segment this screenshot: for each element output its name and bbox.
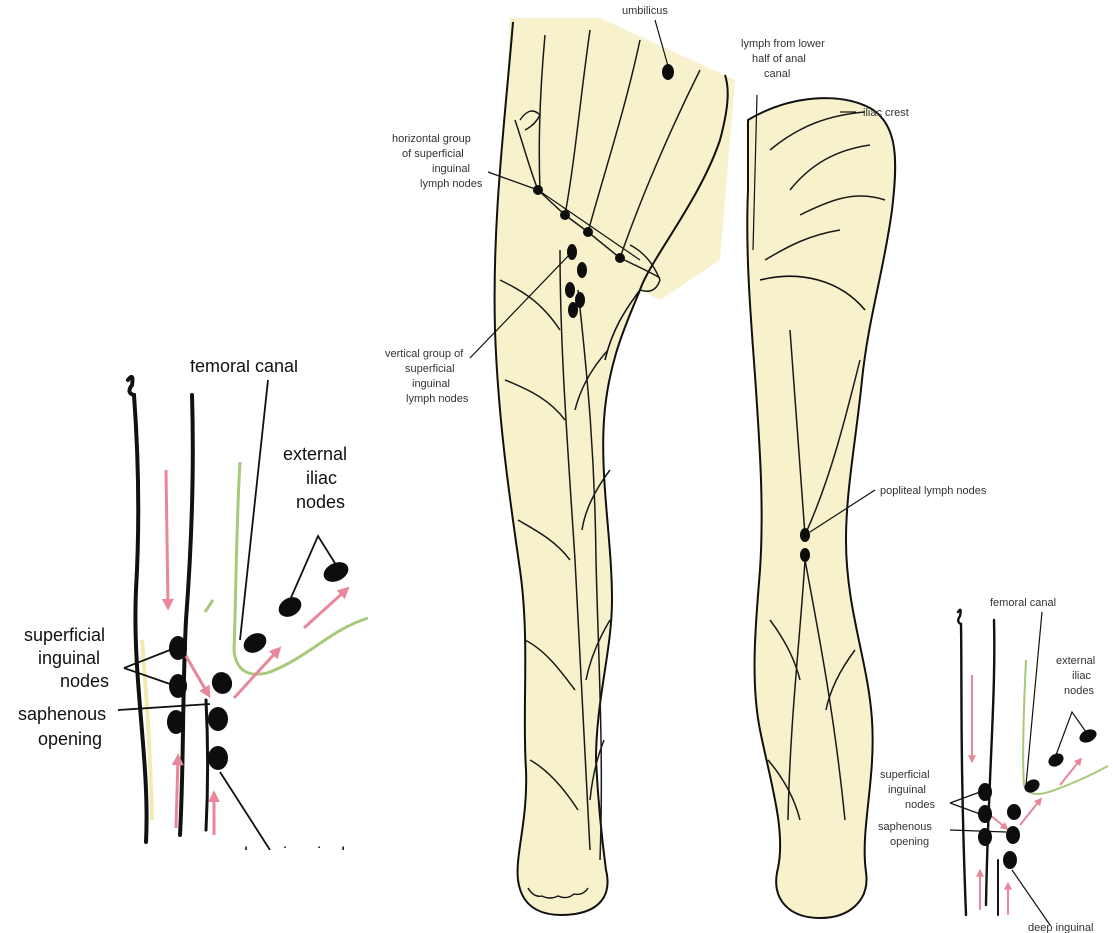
label-horizontal-line4: lymph nodes	[420, 178, 483, 190]
label-umbilicus: umbilicus	[622, 5, 668, 17]
small-label-superficial-line2: inguinal	[888, 784, 926, 796]
small-label-external-line2: iliac	[1072, 670, 1091, 682]
label-vertical-line3: inguinal	[412, 378, 450, 390]
small-label-saphenous-line2: opening	[890, 836, 929, 848]
umbilicus-node	[662, 64, 674, 80]
inset-large-green-tick	[205, 600, 213, 612]
label-external-line2: iliac	[306, 468, 337, 488]
label-popliteal: popliteal lymph nodes	[880, 485, 987, 497]
label-vertical-line1: vertical group of	[385, 348, 464, 360]
small-label-saphenous-line1: saphenous	[878, 821, 932, 833]
vertical-node-5	[568, 302, 578, 318]
inset-large-nodes	[167, 558, 352, 770]
label-external-line1: external	[283, 444, 347, 464]
horizontal-node-3	[583, 227, 593, 237]
label-saphenous-line1: saphenous	[18, 704, 106, 724]
inset-large-outlines	[128, 377, 208, 842]
label-superficial-line3: nodes	[60, 671, 109, 691]
label-vertical-line4: lymph nodes	[406, 393, 469, 405]
label-horizontal-line2: of superficial	[402, 148, 464, 160]
label-superficial-line1: superficial	[24, 625, 105, 645]
main-figure: umbilicus lymph from lower half of anal …	[385, 5, 987, 918]
popliteal-node-1	[800, 528, 810, 542]
label-deep-inguinal: deep inguinal	[238, 844, 345, 864]
label-horizontal-line1: horizontal group	[392, 133, 471, 145]
label-superficial-line2: inguinal	[38, 648, 100, 668]
horizontal-node-4	[615, 253, 625, 263]
small-label-femoral-canal: femoral canal	[990, 597, 1056, 609]
small-label-superficial-line1: superficial	[880, 769, 930, 781]
label-external-line3: nodes	[296, 492, 345, 512]
small-label-external-line1: external	[1056, 655, 1095, 667]
vertical-node-2	[577, 262, 587, 278]
label-femoral-canal: femoral canal	[190, 356, 298, 376]
back-leg-outline	[747, 98, 895, 918]
small-label-external-line3: nodes	[1064, 685, 1094, 697]
label-anal-canal-line2: half of anal	[752, 53, 806, 65]
label-horizontal-line3: inguinal	[432, 163, 470, 175]
label-iliac-crest: iliac crest	[863, 107, 909, 119]
label-saphenous-line2: opening	[38, 729, 102, 749]
inset-small-nodes	[978, 727, 1099, 869]
vertical-node-3	[565, 282, 575, 298]
small-label-superficial-line3: nodes	[905, 799, 935, 811]
label-anal-canal-line1: lymph from lower	[741, 38, 825, 50]
front-leg-outline	[495, 22, 728, 915]
inset-large: femoral canal external iliac nodes super…	[18, 356, 368, 864]
label-anal-canal-line3: canal	[764, 68, 790, 80]
small-label-deep-inguinal: deep inguinal	[1028, 922, 1093, 933]
label-vertical-line2: superficial	[405, 363, 455, 375]
inset-small: femoral canal external iliac nodes super…	[878, 597, 1108, 933]
popliteal-node-2	[800, 548, 810, 562]
inset-small-outlines	[958, 610, 998, 915]
